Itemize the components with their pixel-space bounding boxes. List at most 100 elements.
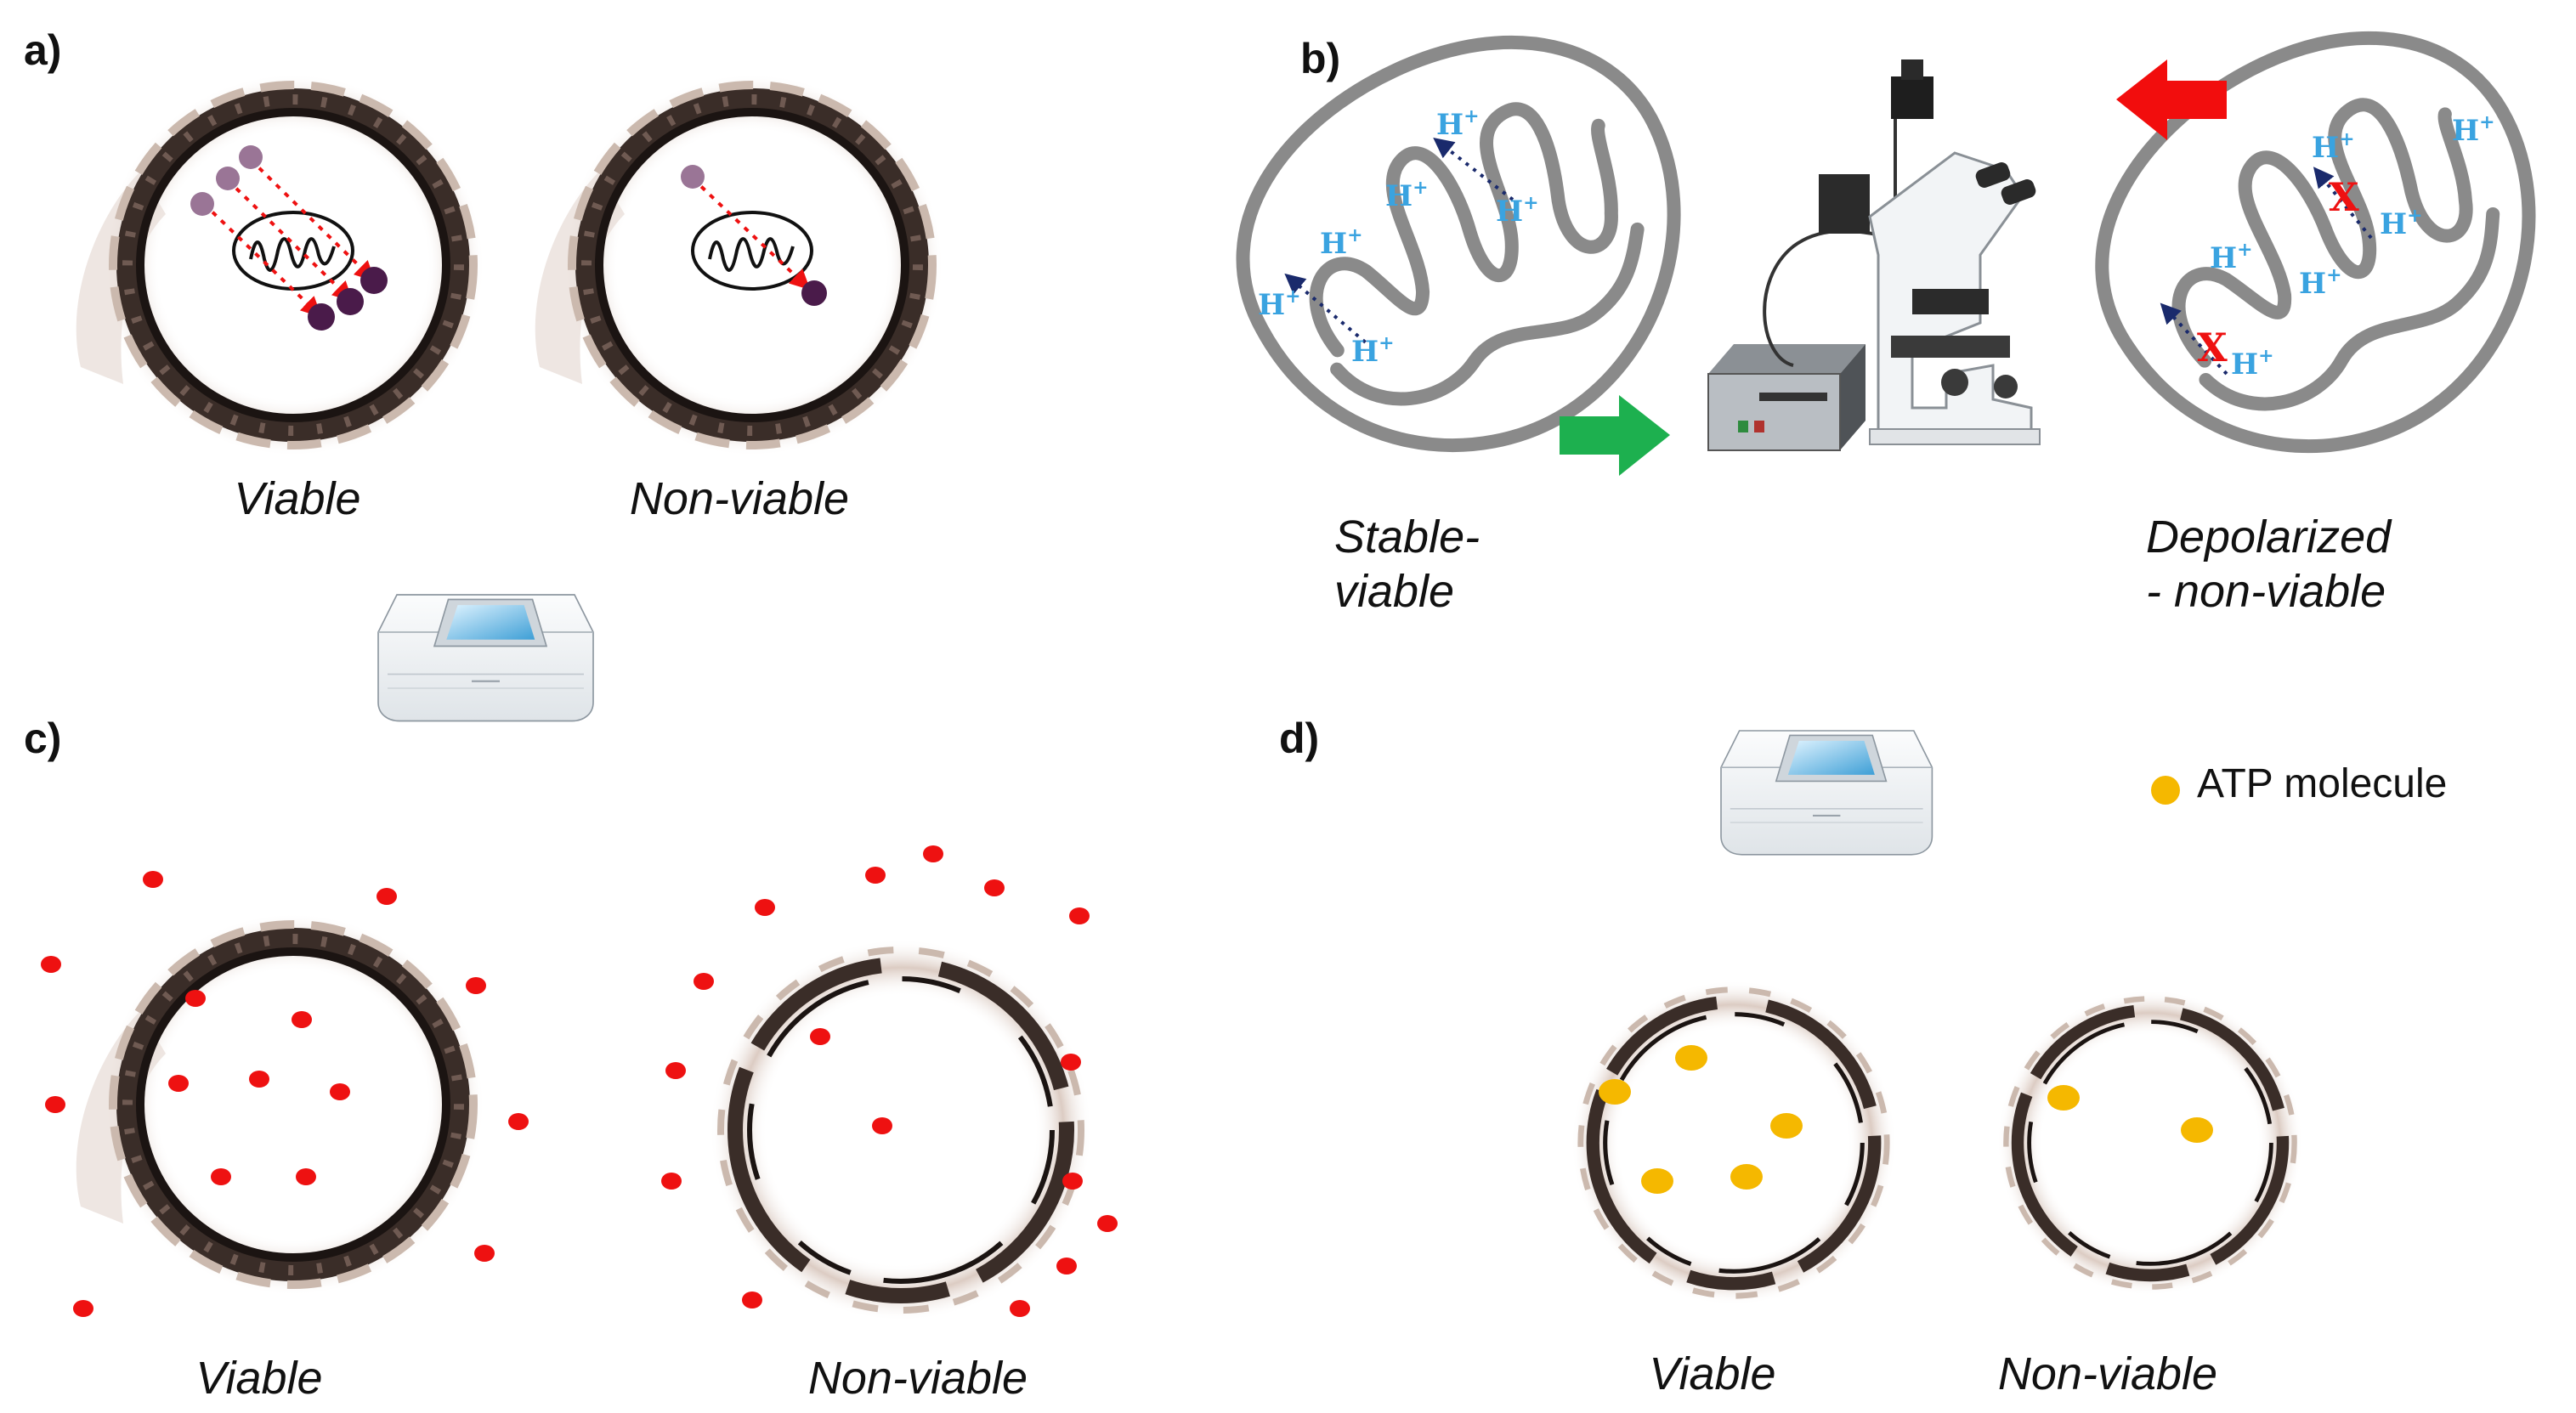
power-supply-icon [1707, 344, 1865, 451]
mitochondrion-icon [691, 211, 813, 291]
atp-legend-swatch [2151, 776, 2180, 805]
proton-label: H+ [2452, 111, 2495, 148]
red-dye-dot [755, 899, 775, 916]
red-dye-dot [168, 1075, 189, 1092]
red-dye-dot [466, 977, 486, 994]
panel-b: H+ H+ H+ H+ H+ H+ X X H+ H+ H+ H+ H+ H+ [1186, 0, 2576, 525]
caption-b-depolarized: Depolarized - non-viable [2146, 512, 2392, 617]
red-dye-dot [185, 990, 206, 1007]
red-dye-dot [1097, 1215, 1118, 1232]
panel-label-b: b) [1300, 35, 1341, 82]
red-dye-dots [41, 845, 1118, 1317]
dye-molecule-accumulated [308, 303, 335, 331]
panel-a [76, 74, 943, 456]
red-dye-dot [376, 888, 397, 905]
atp-molecule [1675, 1045, 1707, 1071]
red-dye-dot [742, 1291, 762, 1308]
proton-label: H+ [1258, 285, 1301, 322]
caption-c-viable: Viable [195, 1353, 323, 1404]
dye-uptake-arrow [691, 177, 811, 291]
cell-d-viable [1571, 981, 1897, 1306]
caption-a-viable: Viable [234, 473, 361, 524]
caption-a-nonviable: Non-viable [629, 473, 850, 524]
atp-molecule [2047, 1085, 2080, 1111]
cell-c-viable [76, 913, 484, 1296]
red-dye-dot [665, 1062, 686, 1079]
red-dye-dot [661, 1173, 682, 1190]
panel-label-c: c) [24, 715, 62, 762]
dye-molecule-accumulated [360, 267, 388, 294]
proton-label: H+ [1496, 192, 1539, 229]
red-dye-dot [1061, 1054, 1081, 1071]
cell-c-nonviable [710, 939, 1092, 1321]
red-dye-dot [1069, 907, 1090, 924]
red-dye-dot [508, 1113, 529, 1130]
atp-molecule [2181, 1117, 2213, 1143]
atp-molecule [1641, 1168, 1673, 1194]
proton-label: H+ [2210, 239, 2253, 275]
proton-group-depolarized: X X H+ H+ H+ H+ H+ H+ [2160, 111, 2495, 382]
red-dye-dot [1062, 1173, 1083, 1190]
caption-d-nonviable: Non-viable [1997, 1348, 2218, 1399]
proton-label: H+ [1385, 177, 1429, 213]
panel-label-d: d) [1279, 715, 1320, 762]
red-dye-dot [45, 1096, 65, 1113]
atp-molecule [1599, 1079, 1631, 1105]
proton-label: H+ [1351, 332, 1395, 369]
legend-atp-label: ATP molecule [2197, 761, 2448, 806]
dye-molecule-accumulated [337, 288, 364, 315]
panel-c [41, 593, 1118, 1321]
microscope-icon [1763, 59, 2041, 445]
mitochondrion-icon [1186, 0, 1750, 517]
red-dye-dot [330, 1083, 350, 1100]
atp-molecules [1599, 1045, 2213, 1194]
mitochondrion-icon [232, 211, 354, 291]
red-dye-dot [694, 973, 714, 990]
proton-label: H+ [2380, 205, 2423, 241]
dye-molecule [681, 165, 705, 189]
red-arrow-icon [2116, 59, 2227, 140]
proton-label: H+ [2299, 264, 2342, 301]
cell-d-nonviable [1997, 990, 2303, 1296]
red-dye-dot [984, 879, 1005, 896]
blocked-mark: X [2197, 325, 2228, 370]
dye-uptake-arrow [226, 178, 354, 302]
caption-c-nonviable: Non-viable [807, 1353, 1028, 1404]
caption-b-stable: Stable- viable [1334, 512, 1480, 617]
red-dye-dot [41, 956, 61, 973]
red-dye-dot [211, 1168, 231, 1185]
proton-label: H+ [2312, 128, 2355, 165]
plate-reader-icon [1719, 729, 1933, 856]
red-dye-dot [296, 1168, 316, 1185]
red-dye-dot [810, 1028, 830, 1045]
proton-group-stable: H+ H+ H+ H+ H+ H+ [1258, 105, 1539, 369]
red-dye-dot [474, 1245, 495, 1262]
dye-molecule [190, 192, 214, 216]
red-dye-dot [923, 845, 943, 862]
dye-molecule [216, 167, 240, 190]
atp-molecule [1770, 1113, 1803, 1139]
red-dye-dot [73, 1300, 93, 1317]
dye-uptake-arrow [249, 158, 376, 282]
caption-d-viable: Viable [1649, 1348, 1776, 1399]
panel-d [1571, 729, 2303, 1306]
proton-label: H+ [1320, 224, 1363, 261]
mitochondrion-icon [2038, 0, 2576, 525]
red-dye-dot [1056, 1258, 1077, 1275]
dye-molecule [239, 145, 263, 169]
red-dye-dot [872, 1117, 892, 1134]
dye-molecule-accumulated [801, 280, 827, 306]
blocked-mark: X [2329, 174, 2359, 220]
green-arrow-icon [1560, 395, 1670, 476]
dye-uptake-arrow [202, 202, 322, 318]
red-dye-dot [249, 1071, 269, 1088]
proton-label: H+ [1436, 105, 1480, 142]
red-dye-dot [865, 867, 886, 884]
red-dye-dot [292, 1011, 312, 1028]
atp-molecule [1730, 1164, 1763, 1190]
panel-label-a: a) [24, 26, 62, 74]
plate-reader-icon [376, 593, 595, 722]
proton-label: H+ [2231, 345, 2274, 382]
